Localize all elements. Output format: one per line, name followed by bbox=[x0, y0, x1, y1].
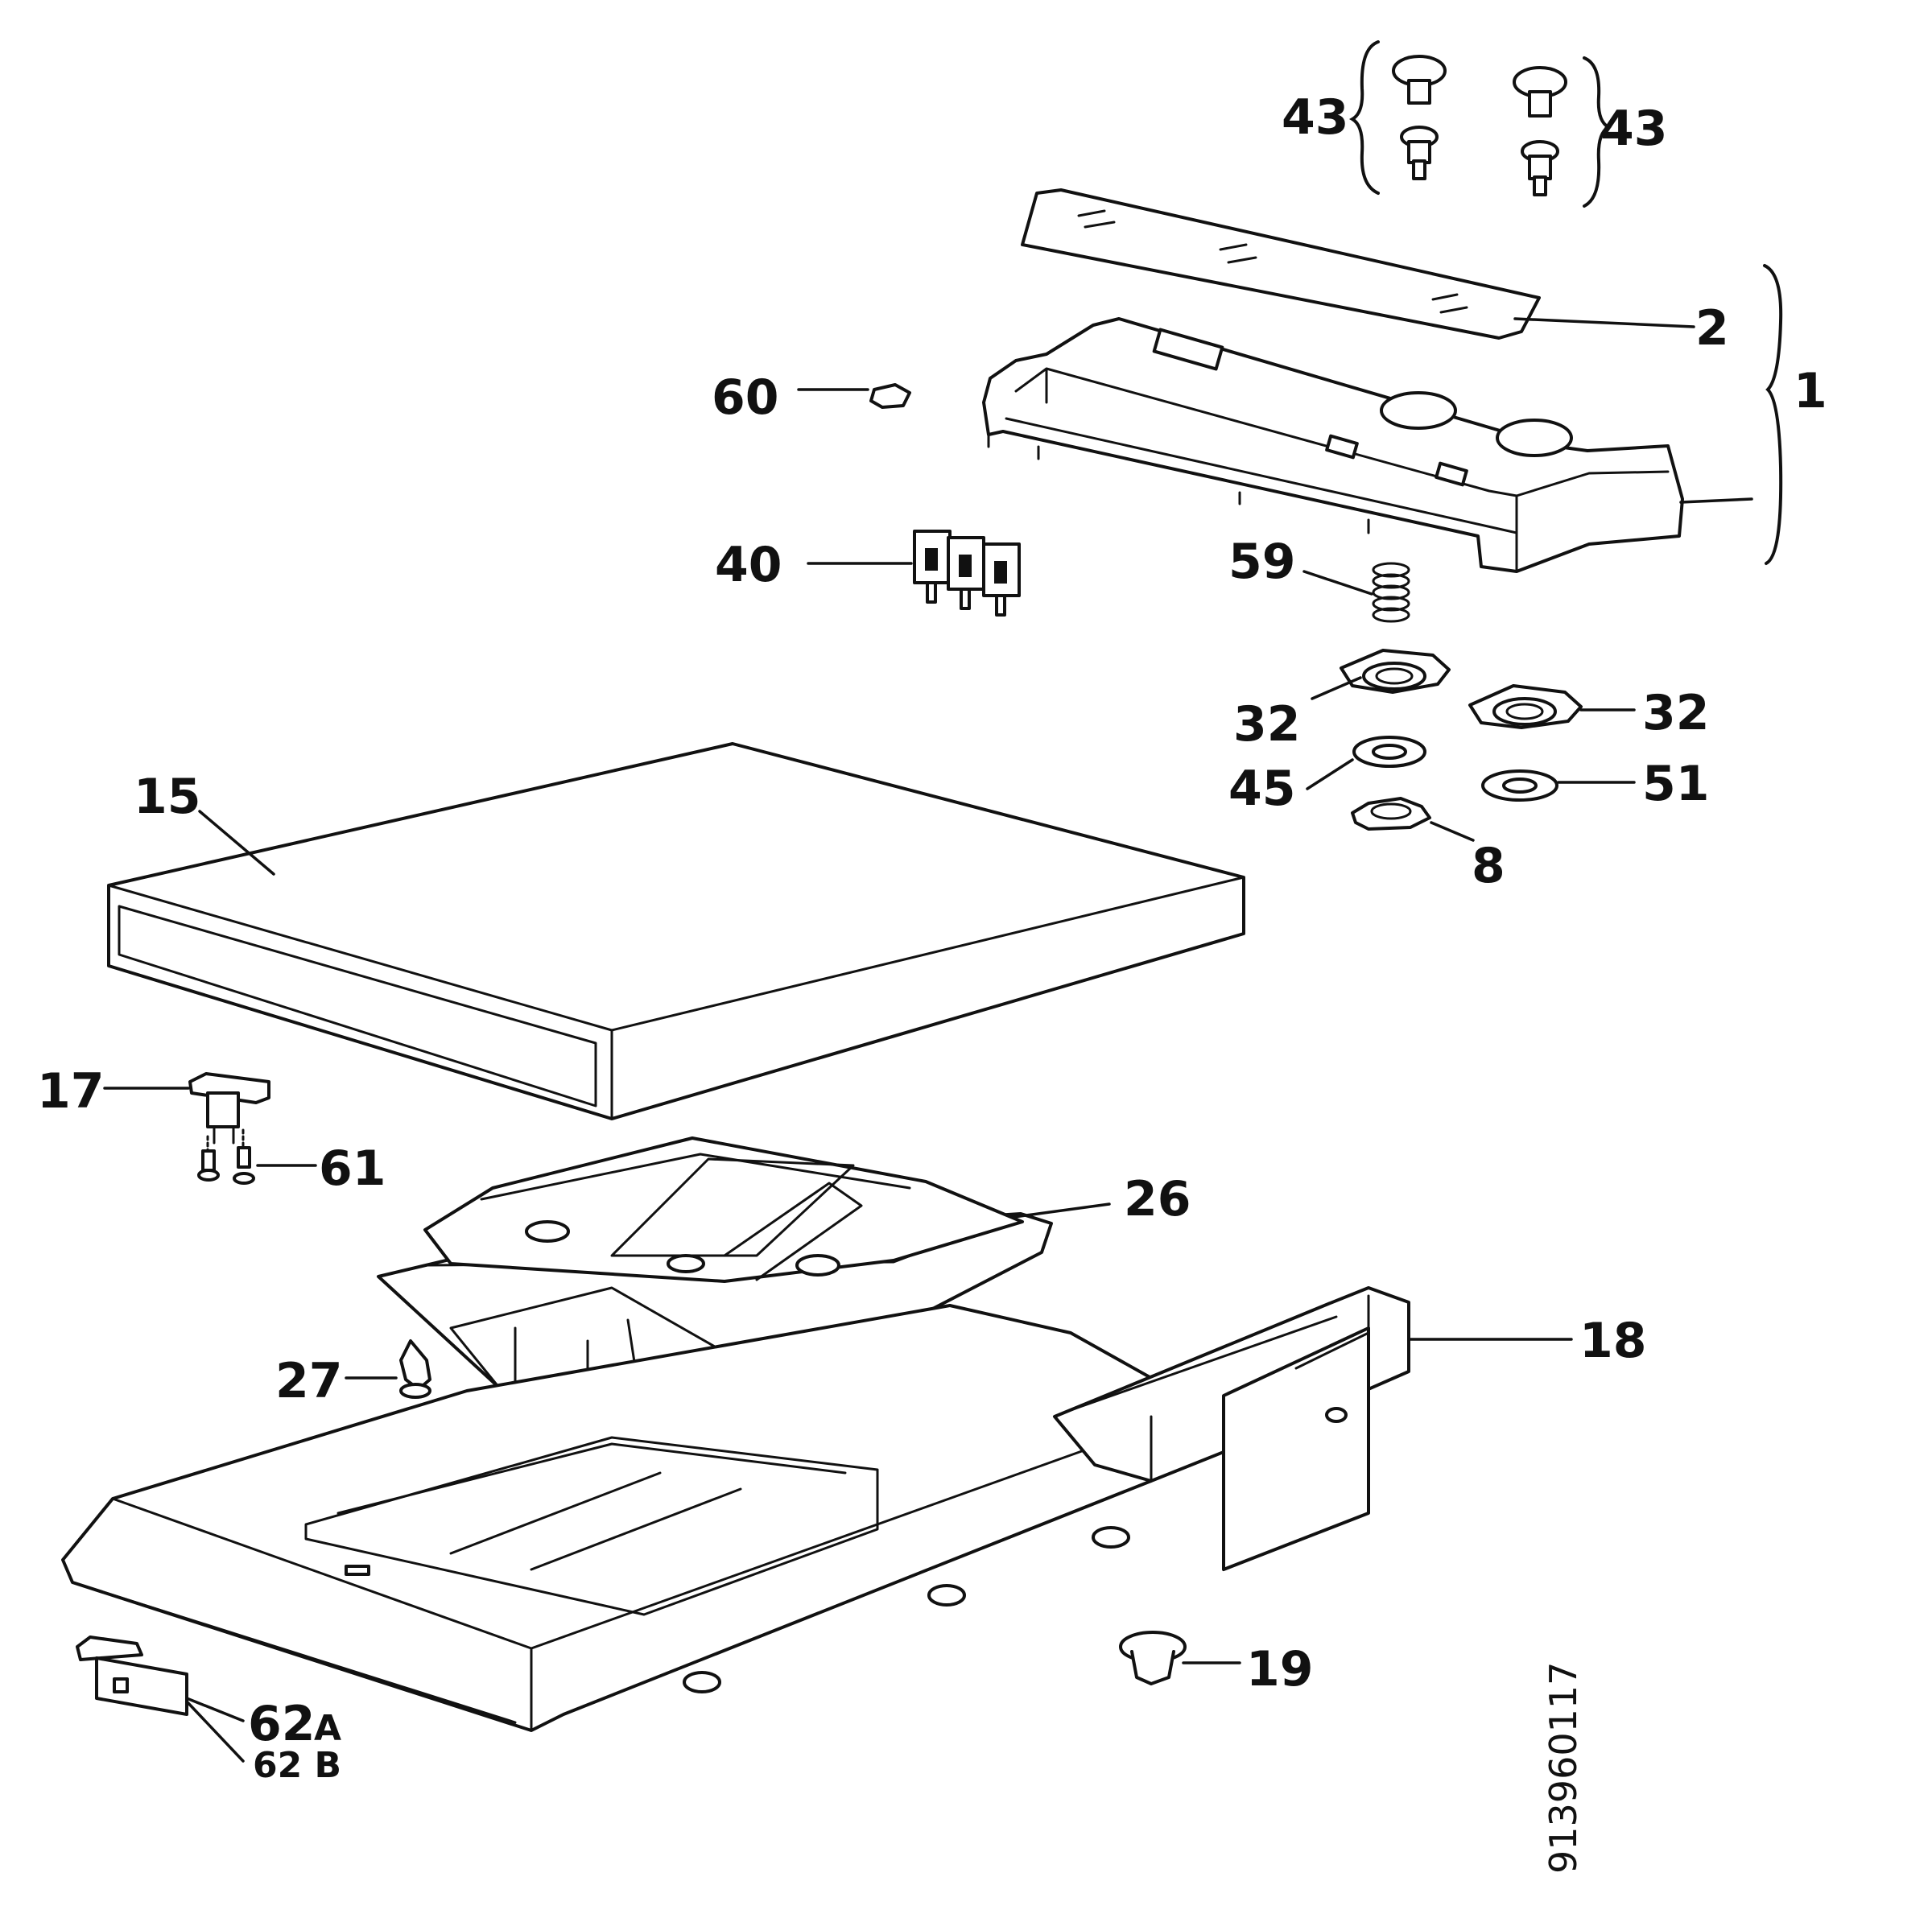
bracket-62 bbox=[76, 1635, 188, 1716]
brace-1 bbox=[1763, 264, 1783, 565]
callout-2: 2 bbox=[1695, 300, 1729, 357]
callout-17: 17 bbox=[37, 1063, 105, 1120]
panel-insert-marks bbox=[1077, 209, 1468, 314]
clip-60 bbox=[869, 383, 911, 409]
brace-43-left bbox=[1348, 40, 1380, 195]
knob-set-right bbox=[1513, 66, 1567, 196]
retainer-8 bbox=[1351, 797, 1431, 831]
hinge-17 bbox=[188, 1072, 270, 1145]
panel-slot-right bbox=[1435, 461, 1468, 487]
panel-slot-left bbox=[1325, 434, 1359, 460]
base-feet bbox=[683, 1526, 1130, 1693]
screw-61-right bbox=[233, 1128, 255, 1185]
callout-26: 26 bbox=[1124, 1171, 1191, 1227]
callout-51: 51 bbox=[1642, 756, 1710, 812]
callout-27: 27 bbox=[275, 1353, 343, 1409]
callout-59: 59 bbox=[1228, 534, 1296, 590]
callout-43-right: 43 bbox=[1600, 101, 1668, 157]
callout-labels: 43 43 2 1 60 40 59 32 32 45 51 8 15 17 6… bbox=[37, 89, 1827, 1786]
bearing-left bbox=[1340, 649, 1451, 694]
hose-channel-18 bbox=[1053, 1286, 1410, 1571]
spring bbox=[1372, 562, 1410, 623]
callout-19: 19 bbox=[1246, 1641, 1314, 1697]
panel-bottom-tabs bbox=[987, 433, 1370, 534]
knob-hole-left bbox=[1380, 391, 1457, 430]
bearing-right bbox=[1468, 684, 1583, 729]
cap-19 bbox=[1119, 1631, 1187, 1685]
callout-8: 8 bbox=[1472, 838, 1505, 894]
callout-62b: 62 B bbox=[253, 1745, 341, 1786]
leader-lines bbox=[103, 317, 1753, 1763]
ring-51 bbox=[1481, 769, 1558, 802]
callout-15: 15 bbox=[134, 769, 201, 825]
lid bbox=[107, 742, 1245, 1120]
callout-60: 60 bbox=[712, 369, 779, 426]
worktop-frame bbox=[61, 1304, 1153, 1732]
callout-1: 1 bbox=[1794, 363, 1827, 419]
knob-hole-right bbox=[1496, 419, 1573, 457]
reference-code: 913960117 bbox=[1542, 1662, 1585, 1874]
callout-45: 45 bbox=[1228, 761, 1296, 817]
plug-27-base bbox=[399, 1383, 431, 1399]
ring-45 bbox=[1352, 736, 1426, 768]
callout-61: 61 bbox=[319, 1140, 386, 1197]
display-window bbox=[1152, 328, 1224, 371]
knob-set-left bbox=[1392, 55, 1447, 180]
callout-43-left: 43 bbox=[1282, 89, 1349, 146]
callout-62a-suffix: A bbox=[314, 1708, 341, 1749]
callout-32-right: 32 bbox=[1642, 685, 1710, 741]
panel-insert bbox=[1021, 188, 1541, 340]
callout-18: 18 bbox=[1579, 1313, 1647, 1369]
callout-40: 40 bbox=[715, 537, 782, 593]
callout-32-left: 32 bbox=[1233, 696, 1301, 753]
plug-27 bbox=[399, 1339, 431, 1391]
brace-43-right bbox=[1583, 56, 1612, 208]
callout-62a-number: 62 bbox=[248, 1696, 316, 1752]
screw-61-left bbox=[197, 1135, 220, 1182]
switch-block bbox=[913, 530, 1021, 617]
control-panel-front-edge bbox=[1005, 367, 1670, 573]
